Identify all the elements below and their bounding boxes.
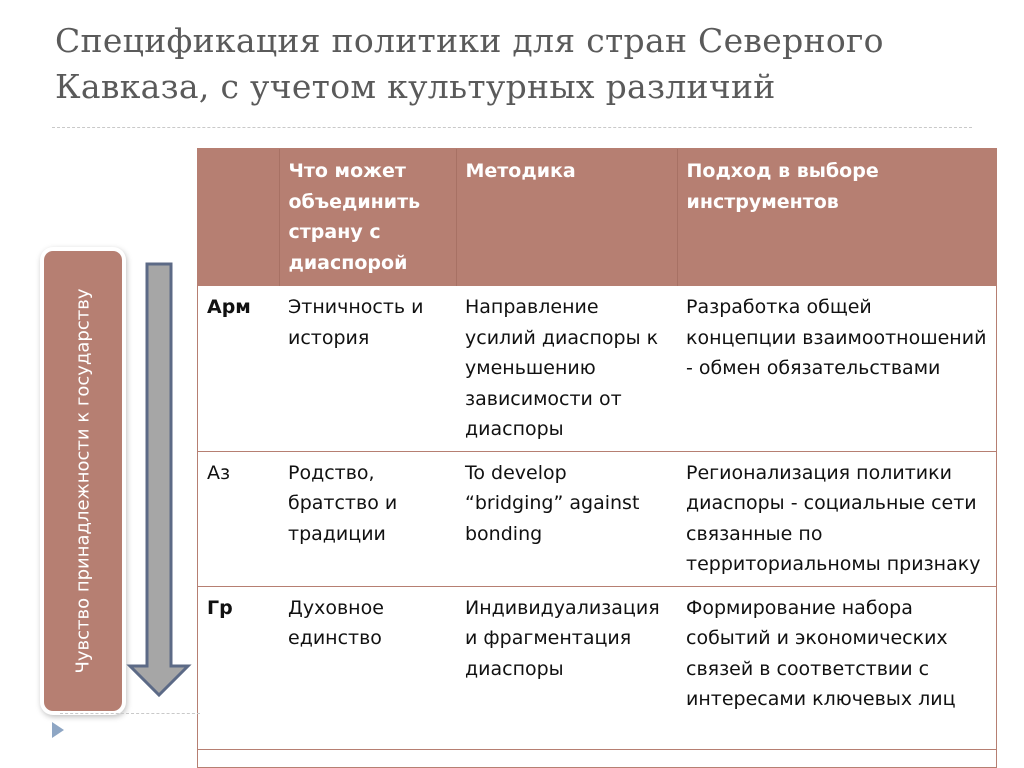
side-label-text: Чувство принадлежности к государству: [72, 288, 94, 674]
cell-method: Индивидуализация и фрагментация диаспоры: [456, 586, 677, 750]
table-row: Аз Родство, братство и традиции To devel…: [198, 451, 996, 587]
header-method: Методика: [456, 148, 678, 286]
footer-divider: [60, 713, 200, 714]
table-row: Гр Духовное единство Индивидуализация и …: [198, 586, 996, 750]
cell-approach: Регионализация политики диаспоры - социа…: [677, 451, 996, 587]
header-unite: Что может объединить страну с диаспорой: [279, 148, 457, 286]
table-header-row: Что может объединить страну с диаспорой …: [198, 148, 997, 286]
cell-approach: Формирование набора событий и экономичес…: [677, 586, 996, 750]
bullet-triangle-icon: [52, 722, 64, 738]
side-label-box: Чувство принадлежности к государству: [44, 251, 122, 711]
row-label: Аз: [198, 451, 279, 587]
table-row: Арм Этничность и история Направление уси…: [198, 286, 996, 452]
cell-unite: Родство, братство и традиции: [279, 451, 456, 587]
slide-title: Спецификация политики для стран Северног…: [55, 21, 884, 106]
cell-unite: Этничность и история: [279, 286, 456, 452]
cell-method: Направление усилий диаспоры к уменьшению…: [456, 286, 677, 452]
row-label: Гр: [198, 586, 279, 750]
title-divider: [52, 127, 972, 128]
down-arrow-icon: [126, 262, 192, 698]
cell-unite: Духовное единство: [279, 586, 456, 750]
header-corner: [198, 148, 280, 286]
policy-table: Что может объединить страну с диаспорой …: [198, 148, 997, 750]
row-label: Арм: [198, 286, 279, 452]
cell-method: To develop “bridging” against bonding: [456, 451, 677, 587]
cell-approach: Разработка общей концепции взаимоотношен…: [677, 286, 996, 452]
header-approach: Подход в выборе инструментов: [677, 148, 997, 286]
